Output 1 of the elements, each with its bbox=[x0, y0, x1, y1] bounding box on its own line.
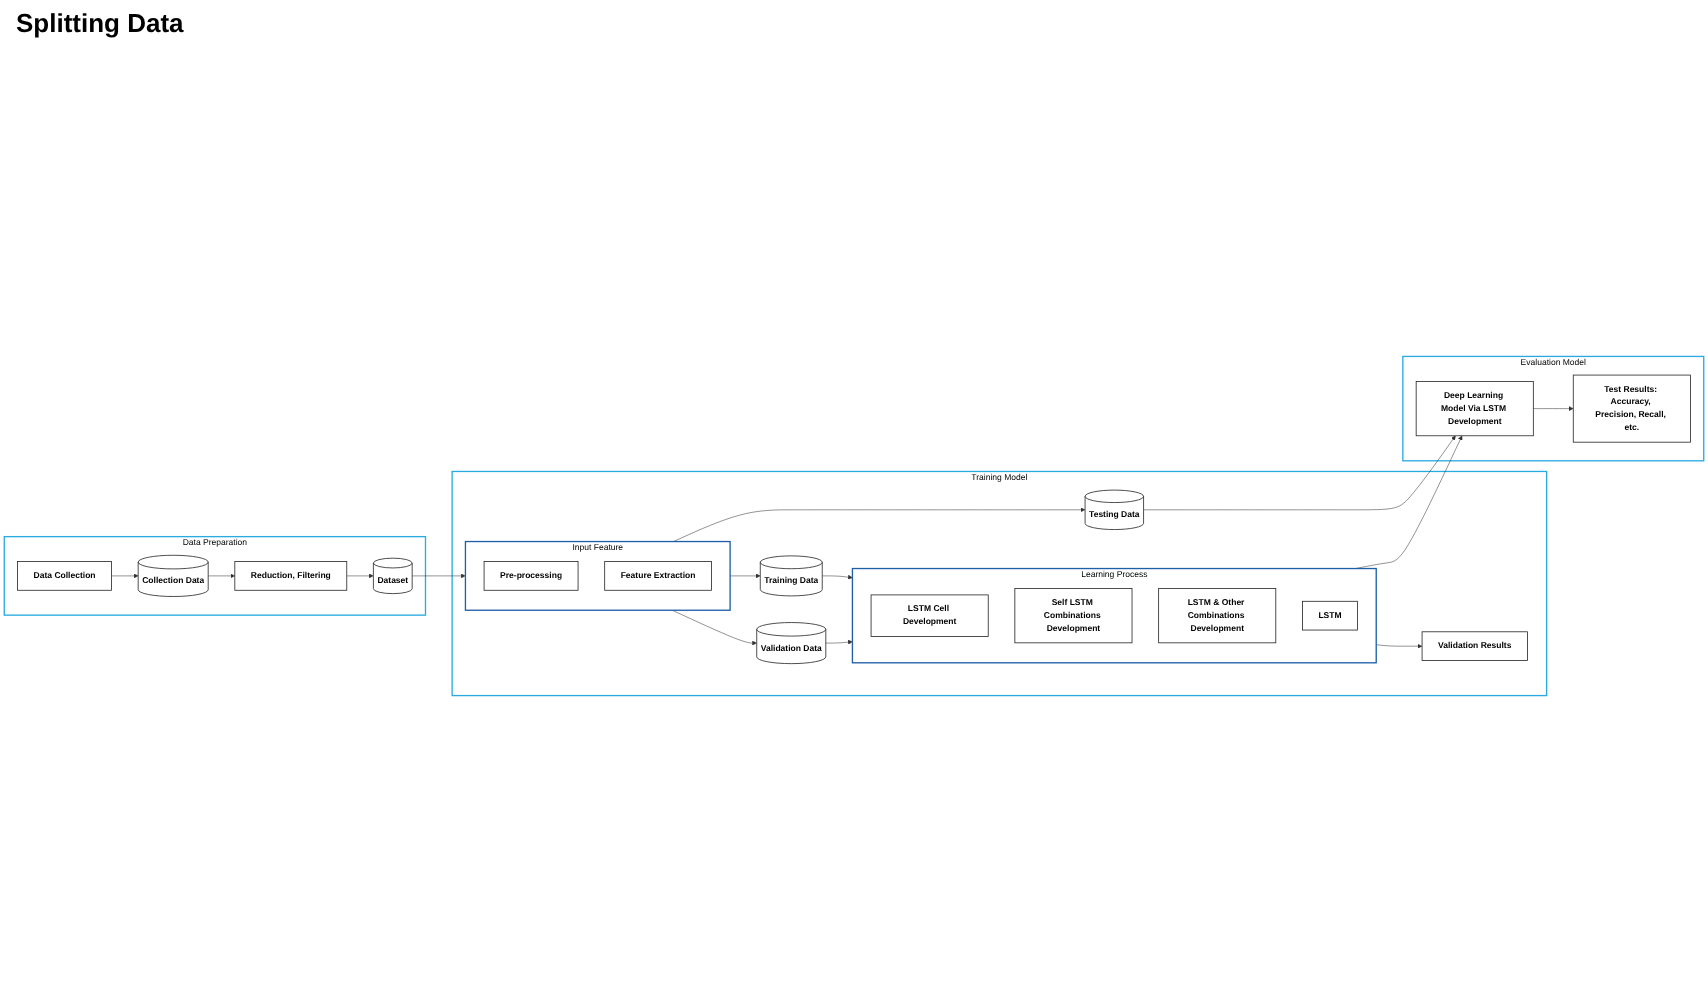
column-heading: Splitting Data bbox=[16, 8, 184, 38]
